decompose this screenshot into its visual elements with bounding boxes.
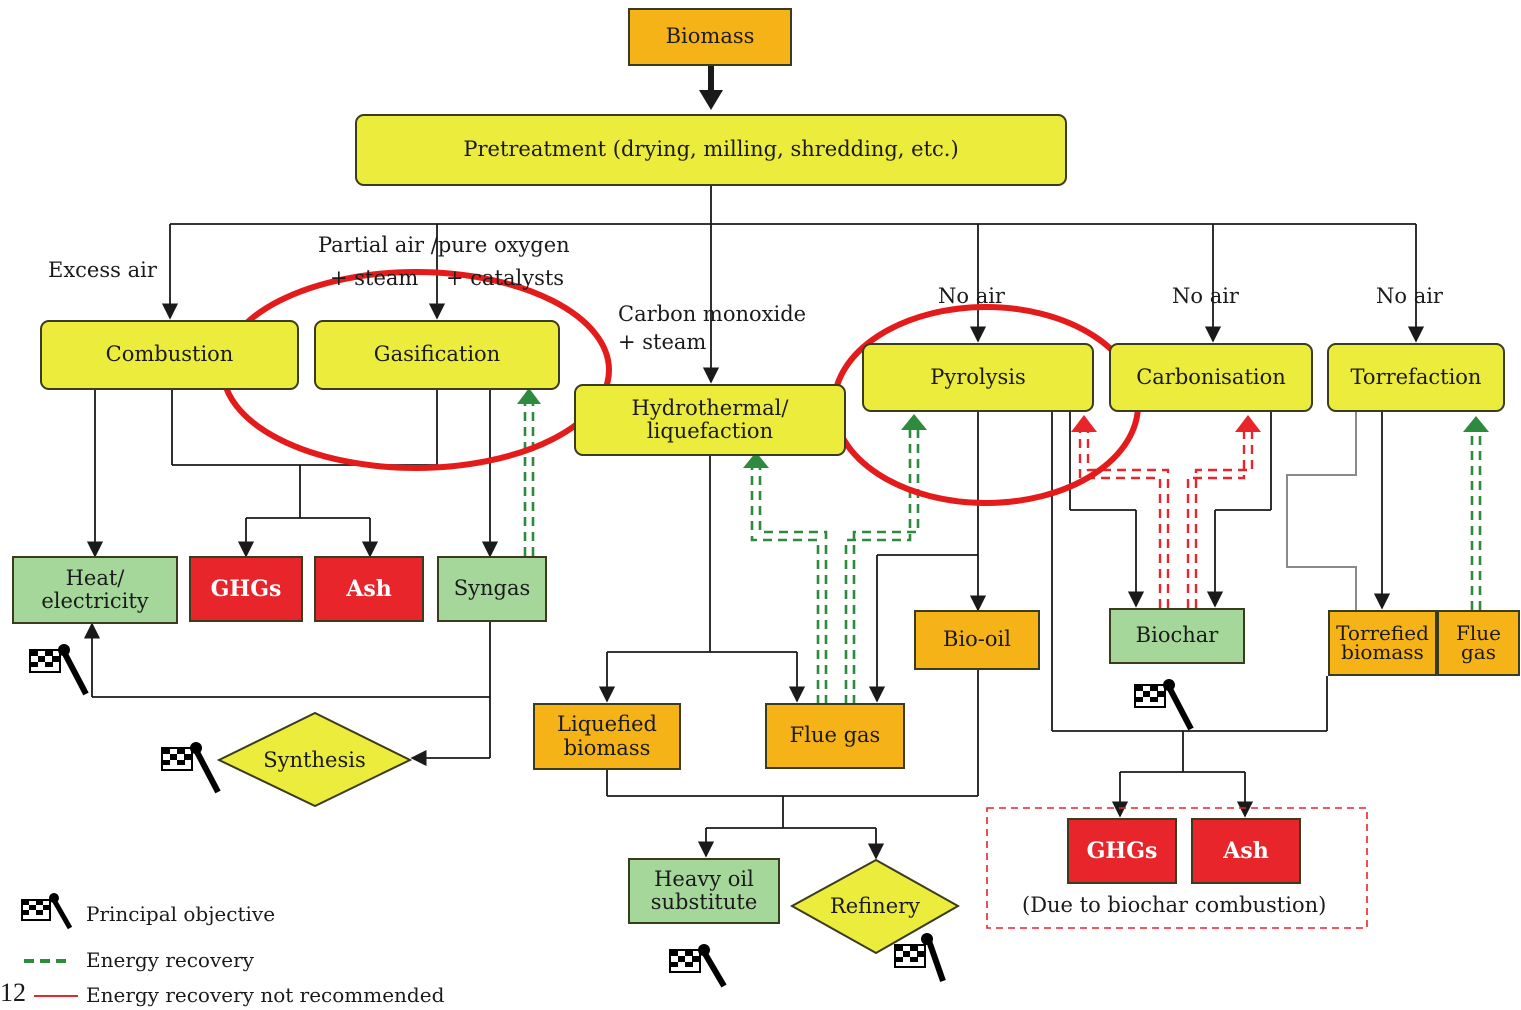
synthesis-diamond: [216, 711, 413, 808]
gasification-node: Gasification: [314, 320, 560, 390]
heavy-oil-label: Heavy oil substitute: [650, 866, 758, 914]
hydrothermal-node: Hydrothermal/ liquefaction: [574, 384, 846, 456]
biochar-combustion-frame: [986, 807, 1368, 929]
heat-electricity-node: Heat/ electricity: [12, 556, 178, 624]
biomass-label: Biomass: [665, 24, 755, 49]
syngas-label: Syngas: [453, 576, 531, 601]
page-number: 12: [0, 978, 26, 1007]
ghgs-biochar-node: GHGs: [1067, 818, 1177, 884]
syngas-node: Syngas: [437, 556, 547, 622]
no-air-pyrolysis-label: No air: [938, 284, 1005, 308]
excess-air-label: Excess air: [48, 258, 157, 282]
torrefaction-node: Torrefaction: [1327, 343, 1505, 412]
flue-gas-label: Flue gas: [789, 723, 881, 748]
carbonisation-label: Carbonisation: [1136, 364, 1286, 389]
bio-oil-node: Bio-oil: [914, 610, 1040, 670]
combustion-node: Combustion: [40, 320, 299, 390]
pretreatment-label: Pretreatment (drying, milling, shredding…: [463, 137, 959, 162]
carbonisation-node: Carbonisation: [1109, 343, 1313, 412]
biomass-node: Biomass: [628, 8, 792, 66]
no-air-torrefaction-label: No air: [1376, 284, 1443, 308]
combustion-label: Combustion: [105, 342, 234, 367]
flue-gas-small-node: Flue gas: [1437, 610, 1520, 676]
flue-gas-node: Flue gas: [765, 703, 905, 769]
flue-gas-small-label: Flue gas: [1456, 621, 1501, 664]
biochar-node: Biochar: [1109, 608, 1245, 664]
legend-principal-objective: Principal objective: [86, 902, 276, 926]
steam-label: + steam: [330, 266, 419, 290]
partial-air-label: Partial air /pure oxygen: [318, 233, 570, 257]
hydrothermal-label: Hydrothermal/ liquefaction: [631, 395, 789, 443]
liquefied-biomass-node: Liquefied biomass: [533, 703, 681, 770]
not-recommended-arrowheads: [1071, 415, 1261, 432]
pretreatment-node: Pretreatment (drying, milling, shredding…: [355, 114, 1067, 186]
liquefied-biomass-label: Liquefied biomass: [557, 712, 657, 760]
torrefied-biomass-node: Torrefied biomass: [1328, 610, 1437, 676]
legend-energy-recovery: Energy recovery: [86, 948, 254, 972]
legend-not-recommended: Energy recovery not recommended: [86, 983, 445, 1007]
flag-icons: [21, 644, 1194, 988]
heat-electricity-label: Heat/ electricity: [41, 565, 149, 613]
gasification-label: Gasification: [373, 342, 501, 367]
carbon-monoxide-label: Carbon monoxide: [618, 302, 807, 326]
ghgs-node: GHGs: [189, 556, 303, 622]
torrefaction-label: Torrefaction: [1350, 364, 1482, 389]
ghgs-label: GHGs: [210, 575, 282, 602]
energy-recovery-arrowheads: [517, 388, 1489, 468]
ghgs-biochar-label: GHGs: [1086, 837, 1158, 864]
biochar-combustion-note: (Due to biochar combustion): [1022, 893, 1327, 917]
ash-biochar-node: Ash: [1191, 818, 1301, 884]
ash-label: Ash: [346, 575, 392, 602]
synthesis-label: Synthesis: [263, 748, 366, 772]
biochar-label: Biochar: [1135, 623, 1219, 648]
torrefied-biomass-label: Torrefied biomass: [1336, 621, 1429, 664]
ash-node: Ash: [314, 556, 424, 622]
pyrolysis-label: Pyrolysis: [930, 364, 1026, 389]
pyrolysis-node: Pyrolysis: [862, 343, 1094, 412]
no-air-carbonisation-label: No air: [1172, 284, 1239, 308]
catalysts-label: + catalysts: [446, 266, 565, 290]
co-steam-label: + steam: [618, 330, 707, 354]
ash-biochar-label: Ash: [1223, 837, 1269, 864]
heavy-oil-node: Heavy oil substitute: [628, 858, 780, 924]
refinery-diamond: [789, 858, 961, 955]
refinery-label: Refinery: [829, 894, 921, 918]
bio-oil-label: Bio-oil: [943, 627, 1011, 652]
